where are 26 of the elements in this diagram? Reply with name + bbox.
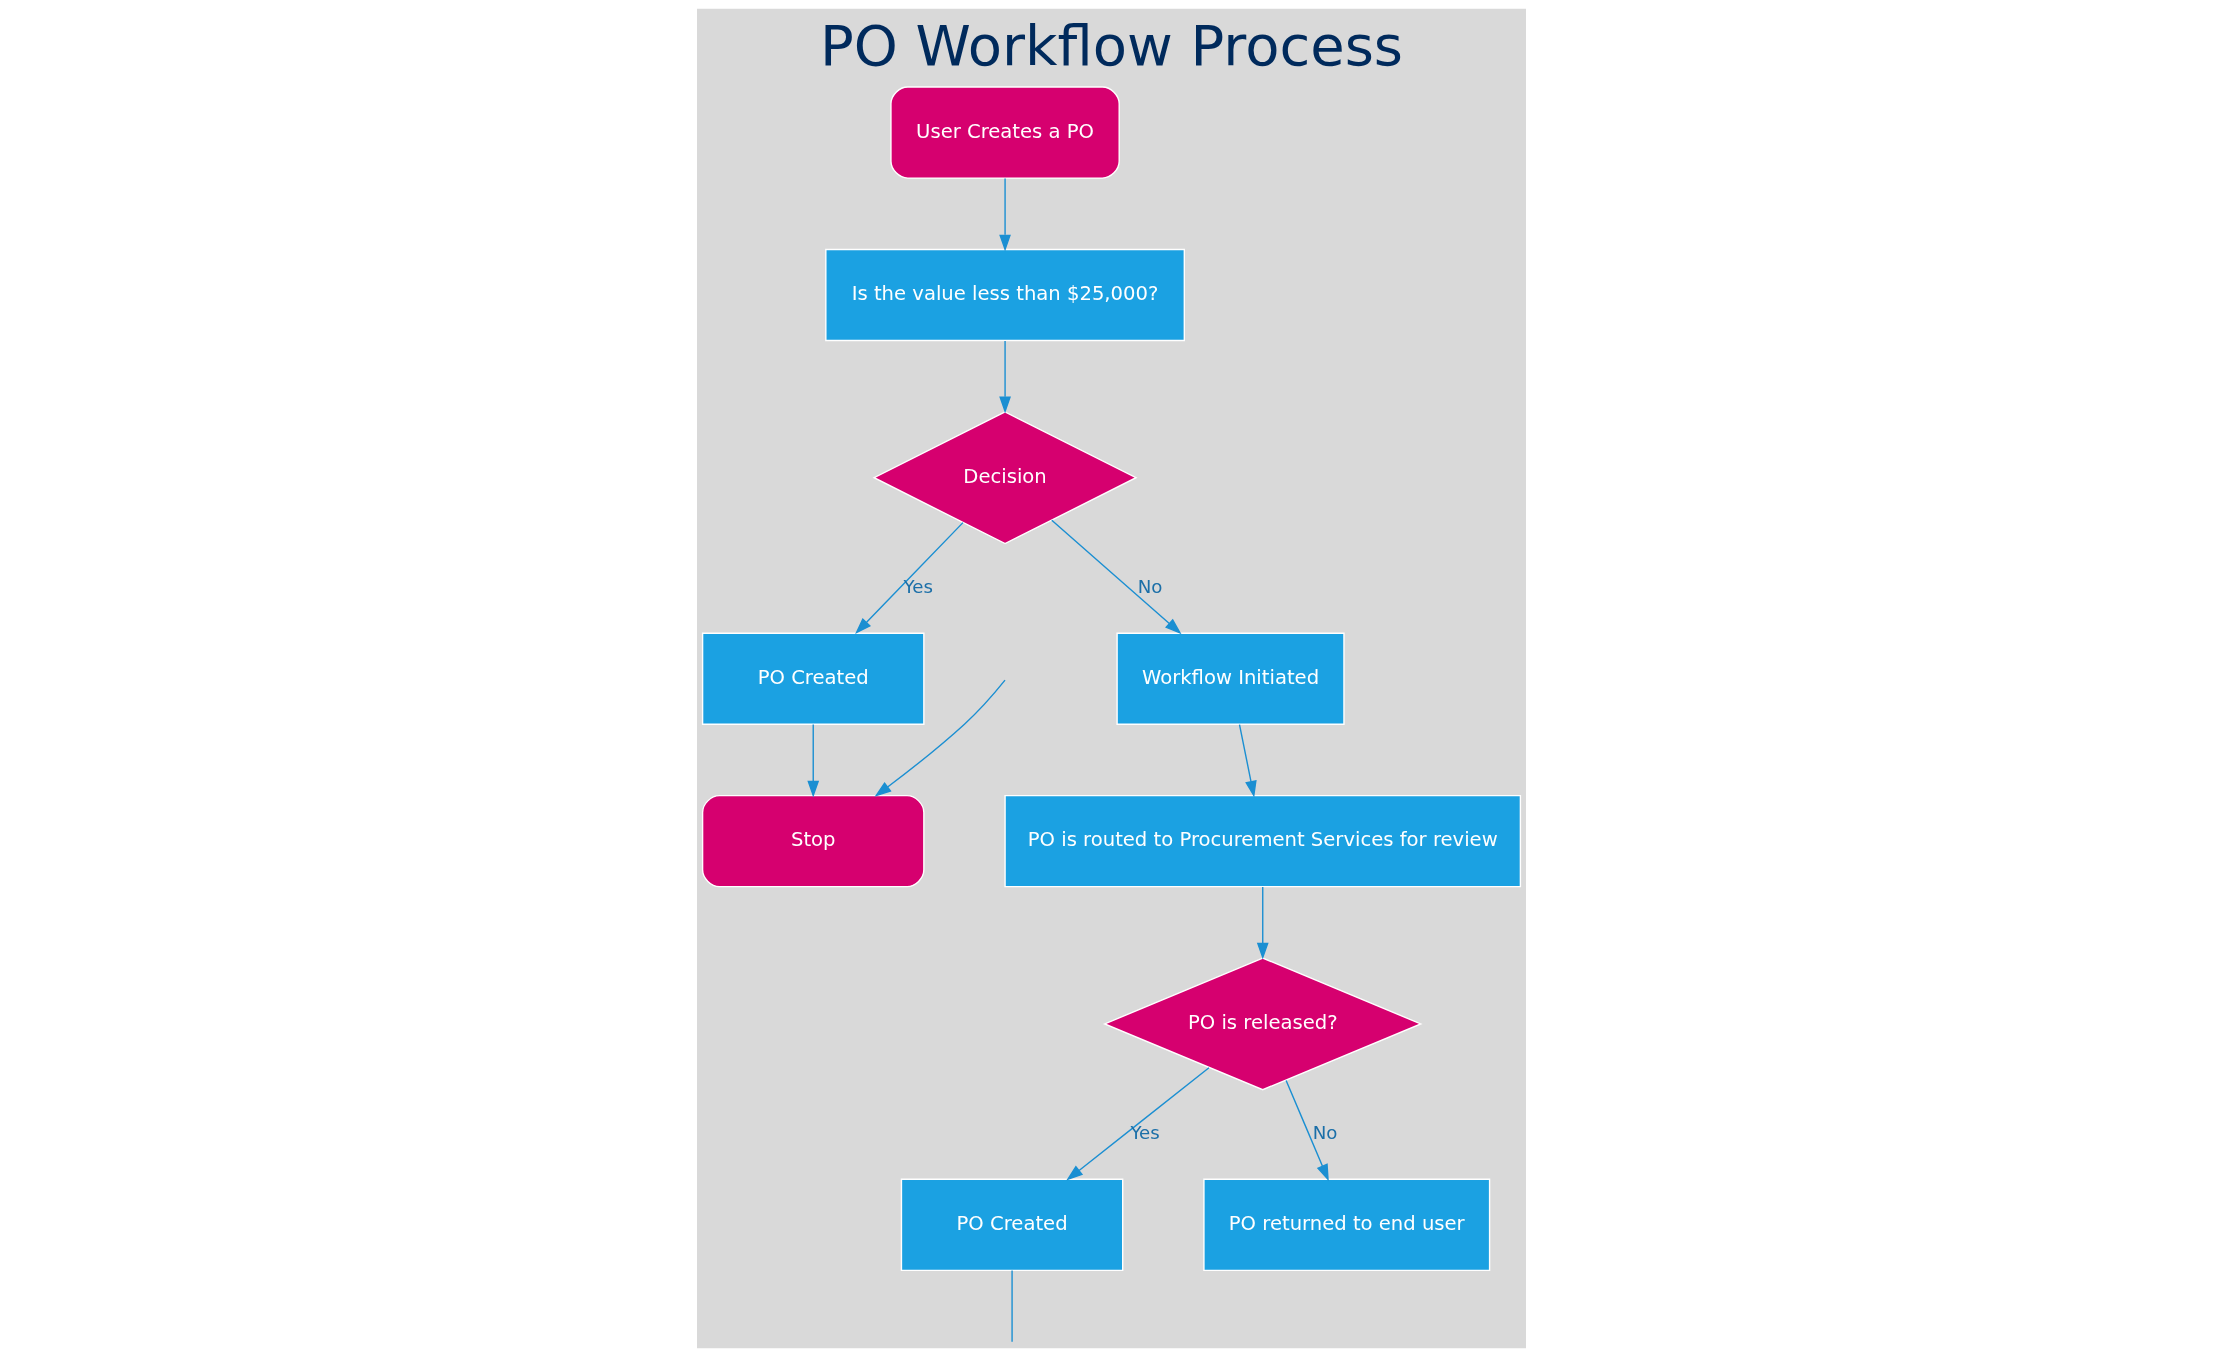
arrow (874, 679, 1006, 797)
node-box: PO Created (900, 1178, 1124, 1272)
node-box: Stop (701, 794, 925, 888)
node-box: Is the value less than $25,000? (825, 248, 1185, 342)
arrow (1238, 723, 1257, 798)
arrow (999, 340, 1011, 414)
connector (1011, 1269, 1013, 1343)
arrow (1051, 519, 1182, 635)
arrow (807, 723, 820, 798)
arrow (855, 521, 964, 635)
node-box: PO Created (701, 632, 925, 725)
arrow (999, 177, 1011, 252)
node-box: User Creates a PO (890, 86, 1120, 179)
arrow (1256, 886, 1269, 960)
diagram-title: PO Workflow Process (819, 12, 1404, 78)
node-box: PO returned to end user (1203, 1178, 1491, 1272)
node-box: PO is routed to Procurement Services for review (1004, 794, 1522, 888)
edge-label: No (1312, 1122, 1338, 1144)
arrow (1285, 1079, 1329, 1182)
node-diamond: PO is released? (1102, 957, 1423, 1091)
edge-label: Yes (1130, 1122, 1160, 1144)
edge-label: No (1137, 576, 1163, 598)
arrow (1066, 1067, 1210, 1181)
node-diamond: Decision (872, 411, 1138, 545)
node-box: Workflow Initiated (1116, 632, 1345, 725)
edge-label: Yes (903, 576, 933, 598)
